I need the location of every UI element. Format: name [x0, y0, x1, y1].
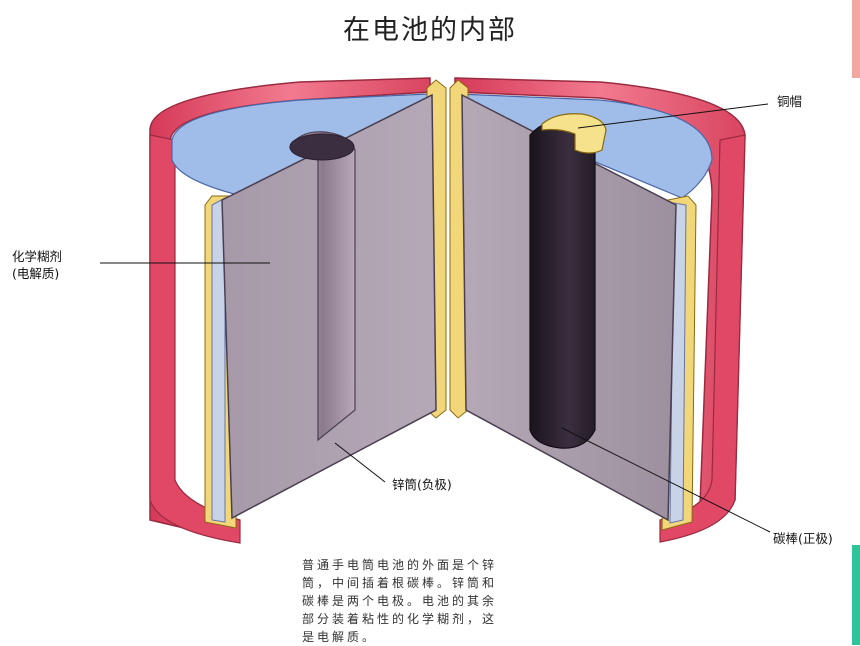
label-paste-line1: 化学糊剂 [12, 249, 63, 264]
caption-line: 部分装着粘性的化学糊剂，这 [302, 612, 498, 626]
caption-line: 是电解质。 [302, 630, 378, 644]
label-carbon-rod: 碳棒(正极) [773, 531, 833, 546]
caption-line: 筒，中间插着根碳棒。锌筒和 [302, 576, 498, 590]
rod-groove [289, 131, 356, 442]
label-paste: 化学糊剂 (电解质) [12, 248, 62, 282]
caption-line: 普通手电筒电池的外面是个锌 [302, 558, 498, 572]
copper-cap [541, 113, 607, 154]
label-copper-cap: 铜帽 [777, 94, 803, 109]
label-paste-line2: (电解质) [12, 266, 60, 281]
casing-bottom-left [149, 134, 241, 544]
lining-left [211, 197, 226, 523]
leader-carbon-rod [561, 427, 771, 533]
leader-zinc-can [334, 442, 386, 483]
edge-strip-top-right [852, 0, 860, 78]
rod-groove-top [289, 133, 355, 161]
edge-strip-bottom-right [852, 545, 860, 645]
carbon-rod [529, 119, 596, 449]
casing-bottom-right [659, 134, 746, 543]
leader-copper-cap [577, 103, 769, 129]
page-title: 在电池的内部 [343, 15, 517, 46]
caption-line: 碳棒是两个电极。电池的其余 [302, 594, 498, 608]
label-zinc-can: 锌筒(负极) [392, 477, 452, 492]
caption-text: 普通手电筒电池的外面是个锌 筒，中间插着根碳棒。锌筒和 碳棒是两个电极。电池的其… [302, 556, 584, 646]
